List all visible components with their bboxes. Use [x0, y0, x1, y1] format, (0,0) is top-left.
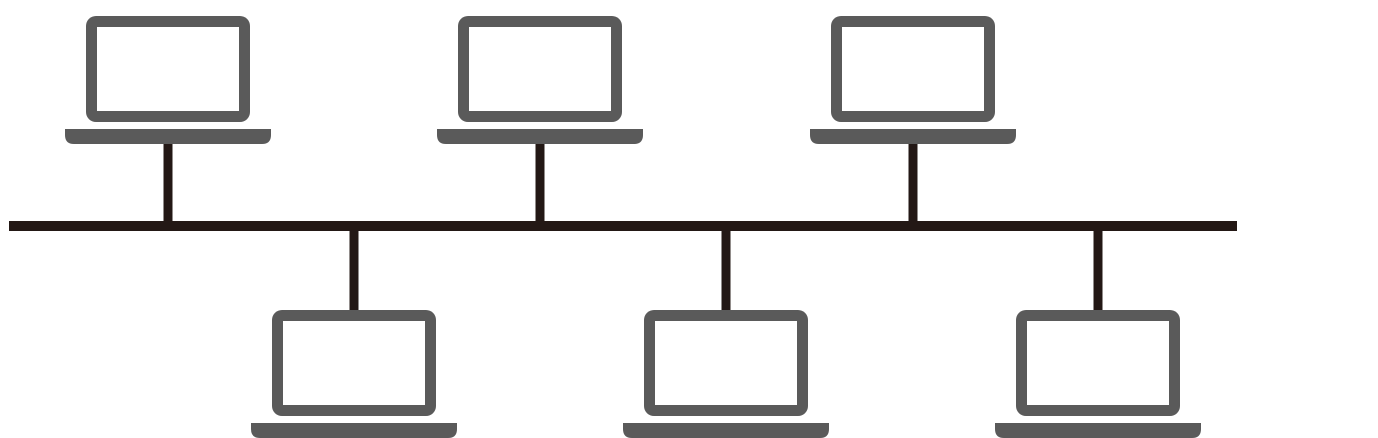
laptop-display	[842, 27, 984, 111]
laptop-base	[623, 423, 829, 438]
connector-line	[349, 230, 359, 311]
laptop-base	[437, 129, 643, 144]
connector-group	[163, 143, 1103, 311]
connector-line	[721, 230, 731, 311]
laptop-display	[97, 27, 239, 111]
laptop-base	[810, 129, 1016, 144]
laptop-display	[1027, 321, 1169, 405]
connector-line	[535, 143, 545, 222]
laptop-icon	[995, 310, 1201, 438]
laptop-display	[655, 321, 797, 405]
laptop-base	[995, 423, 1201, 438]
laptop-icon	[810, 16, 1016, 144]
laptop-icon	[623, 310, 829, 438]
laptop-icon	[437, 16, 643, 144]
connector-line	[163, 143, 173, 222]
laptop-display	[469, 27, 611, 111]
connector-line	[1093, 230, 1103, 311]
laptop-display	[283, 321, 425, 405]
laptop-group	[65, 16, 1201, 438]
connector-line	[908, 143, 918, 222]
laptop-base	[65, 129, 271, 144]
laptop-base	[251, 423, 457, 438]
laptop-icon	[65, 16, 271, 144]
bus-line	[9, 221, 1237, 231]
laptop-icon	[251, 310, 457, 438]
